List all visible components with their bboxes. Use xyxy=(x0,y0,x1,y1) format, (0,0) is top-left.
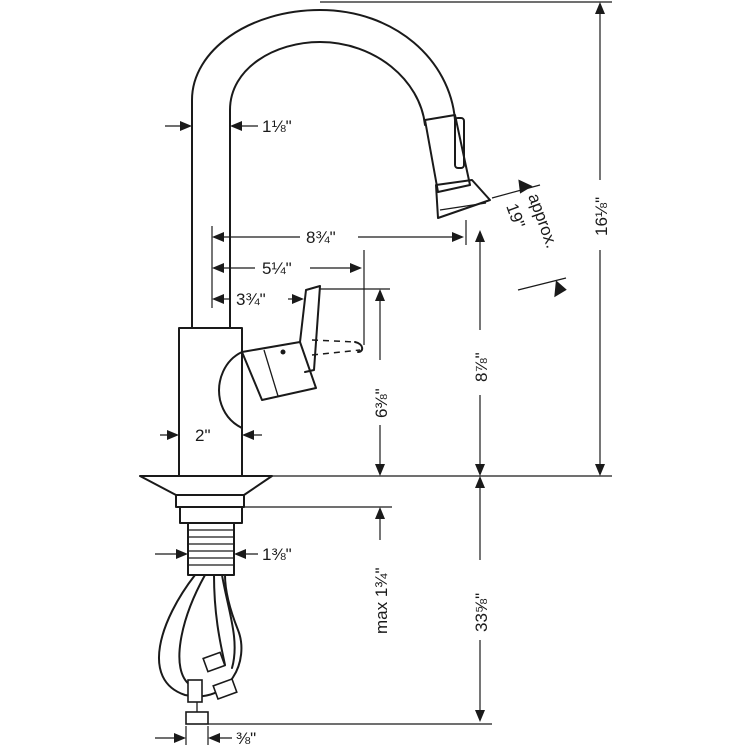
deck-plate xyxy=(139,475,273,496)
label-body-diameter: 2" xyxy=(195,426,211,445)
label-reach-mid: 5¼" xyxy=(262,259,292,278)
label-hose-length: 33⅝" xyxy=(472,593,491,632)
hose-loop xyxy=(158,574,243,698)
hose-connector-2 xyxy=(212,677,238,701)
spray-nozzle xyxy=(435,179,491,219)
label-spout-height: 8⅞" xyxy=(472,352,491,382)
label-max-deck: max 1¾" xyxy=(372,567,391,634)
threaded-shank xyxy=(187,522,235,576)
label-spray-approx: approx. xyxy=(524,191,561,251)
handle-lever xyxy=(299,285,321,373)
label-shank-diameter: 1⅜" xyxy=(262,545,292,564)
handle-housing xyxy=(241,341,317,401)
label-connection: ⅜" xyxy=(236,729,256,748)
dimension-lines xyxy=(155,1,612,745)
hose-fitting xyxy=(185,711,209,725)
label-handle-height: 6⅜" xyxy=(372,388,391,418)
label-spout-width: 1⅛" xyxy=(262,117,292,136)
lever-swing-path xyxy=(311,349,361,356)
dimension-labels: 1⅛" 8¾" 5¼" 3¾" 2" 1⅜" ⅜" 19" approx. 16… xyxy=(195,117,611,748)
spout-outer xyxy=(191,9,456,329)
faucet-body xyxy=(178,327,243,477)
label-overall-height: 16⅛" xyxy=(592,197,611,236)
faucet-outline xyxy=(139,9,491,725)
nut xyxy=(179,506,243,524)
label-spray-sweep: 19" xyxy=(502,201,528,231)
spout-inner xyxy=(229,41,426,329)
hose-connector-1 xyxy=(202,651,226,673)
mounting-ring xyxy=(175,494,245,508)
label-reach-total: 8¾" xyxy=(306,228,336,247)
spray-head xyxy=(424,114,471,193)
handle-neck xyxy=(218,351,243,429)
hose-connector-3 xyxy=(187,679,203,703)
label-reach-handle: 3¾" xyxy=(236,290,266,309)
spray-button xyxy=(454,117,465,169)
